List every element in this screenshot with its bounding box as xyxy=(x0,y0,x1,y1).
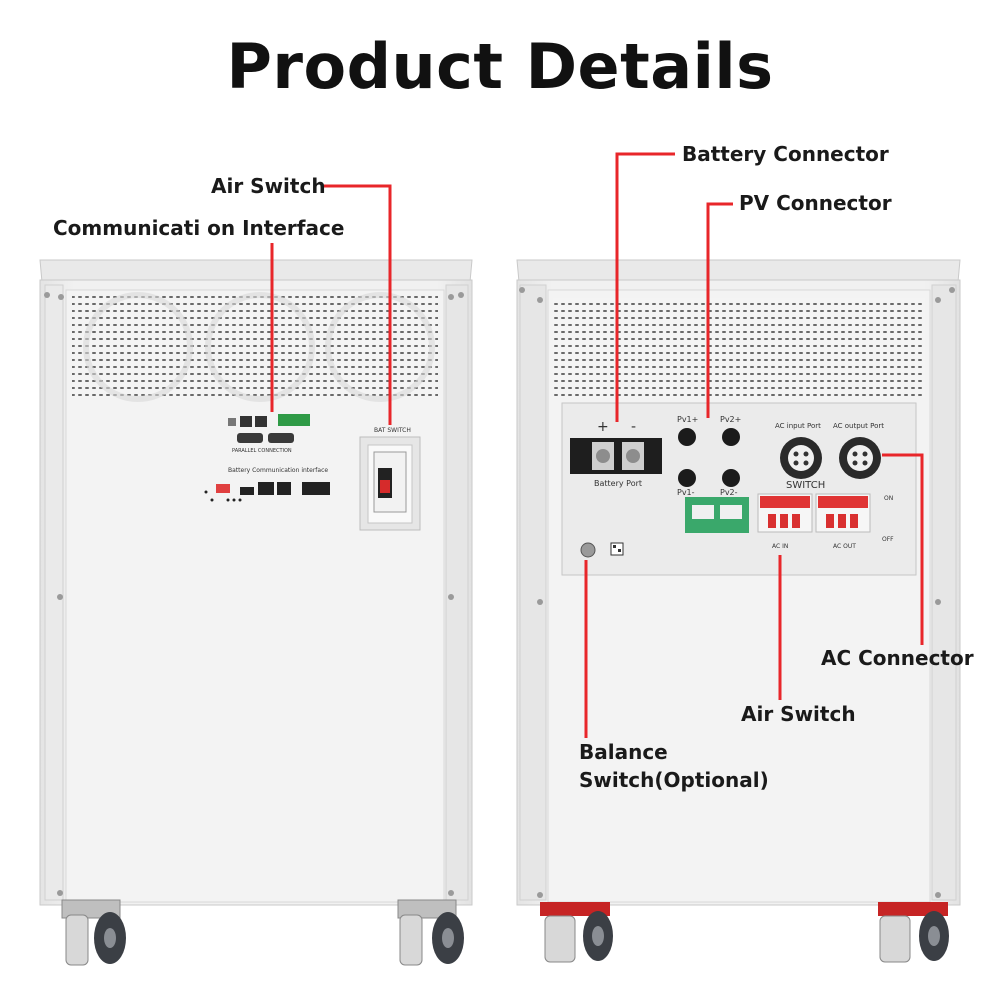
ac-ports: AC input Port AC output Port SWITCH xyxy=(775,422,884,491)
battery-connector-callout-line xyxy=(615,152,675,422)
battery-minus-label: - xyxy=(631,419,636,435)
ac-connector-callout: AC Connector xyxy=(821,646,974,670)
battery-plus-label: + xyxy=(597,419,609,435)
right-unit: + - Battery Port Pv1+ Pv2+ Pv1- Pv2- xyxy=(516,259,961,963)
ac-output-port-label: AC output Port xyxy=(833,422,884,430)
ac-in-label: AC IN xyxy=(772,543,788,550)
communication-interface-callout: Communicati on Interface xyxy=(53,216,345,240)
left-caster-2 xyxy=(397,899,464,966)
on-label: ON xyxy=(884,495,893,502)
bat-switch-label: BAT SWITCH xyxy=(374,427,411,434)
pv1-minus-label: Pv1- xyxy=(677,488,695,497)
switch-label: SWITCH xyxy=(786,480,825,491)
left-air-switch-callout-line xyxy=(324,184,392,425)
pv-connectors: Pv1+ Pv2+ Pv1- Pv2- xyxy=(677,415,741,497)
ac-connector-callout-line xyxy=(882,453,924,645)
off-label: OFF xyxy=(882,536,894,543)
parallel-connection-label: PARALLEL CONNECTION xyxy=(232,448,292,454)
breaker-row: ON OFF AC IN AC OUT xyxy=(685,493,894,550)
ac-out-label: AC OUT xyxy=(833,543,856,550)
communication-interface-panel: PARALLEL CONNECTION Battery Communicatio… xyxy=(204,414,330,502)
left-air-switch: BAT SWITCH xyxy=(359,427,421,531)
left-unit: PARALLEL CONNECTION Battery Communicatio… xyxy=(39,259,473,966)
pv2-plus-label: Pv2+ xyxy=(720,415,741,424)
battery-port: + - Battery Port xyxy=(570,419,662,488)
right-caster-1 xyxy=(540,902,613,963)
left-caster-1 xyxy=(61,899,126,966)
right-caster-2 xyxy=(878,902,949,963)
pv2-minus-label: Pv2- xyxy=(720,488,738,497)
pv-connector-callout: PV Connector xyxy=(739,191,892,215)
left-vent-grille xyxy=(72,296,438,398)
left-air-switch-callout: Air Switch xyxy=(211,174,326,198)
balance-switch-callout: Balance Switch(Optional) xyxy=(579,740,769,792)
battery-port-label: Battery Port xyxy=(594,479,642,488)
callout-lines xyxy=(270,152,924,738)
pv-connector-callout-line xyxy=(706,202,733,418)
pv1-plus-label: Pv1+ xyxy=(677,415,698,424)
battery-connector-callout: Battery Connector xyxy=(682,142,889,166)
battery-communication-label: Battery Communication interface xyxy=(228,467,328,474)
right-air-switch-callout: Air Switch xyxy=(741,702,856,726)
right-vent-grille xyxy=(553,298,925,398)
page-title: Product Details xyxy=(226,30,774,103)
balance-switch xyxy=(580,542,624,558)
ac-input-port-label: AC input Port xyxy=(775,422,821,430)
